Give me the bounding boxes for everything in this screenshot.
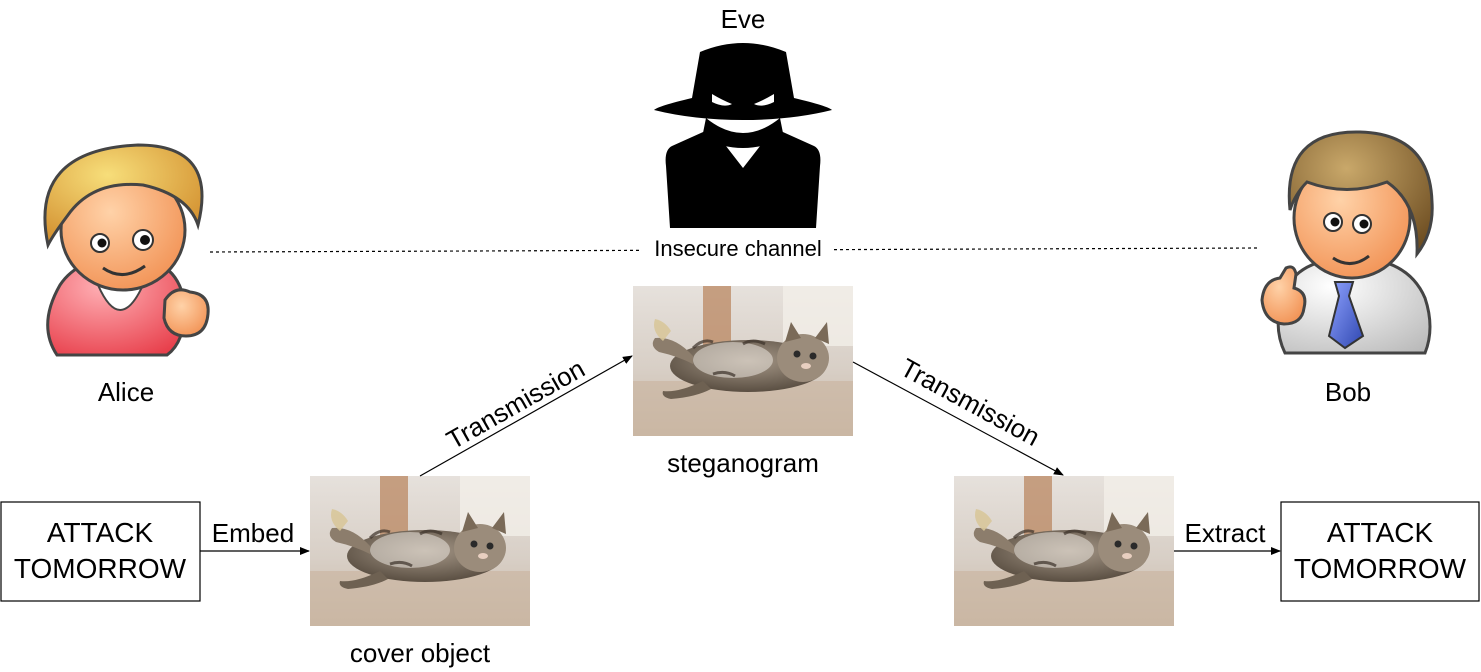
bob-label: Bob <box>1325 377 1371 407</box>
extract-label: Extract <box>1185 518 1267 548</box>
plaintext-message-box-right <box>1280 501 1480 602</box>
alice-avatar-icon <box>43 143 210 357</box>
steganogram-caption: steganogram <box>667 448 819 478</box>
plaintext-message-box-left <box>0 501 201 602</box>
transmission-label-left: Transmission <box>441 353 589 455</box>
message-left-line1: ATTACK <box>47 517 154 548</box>
insecure-channel-label: Insecure channel <box>654 236 822 261</box>
insecure-channel-line <box>209 247 1261 253</box>
cover-object-image <box>308 474 532 628</box>
transmission-arrow-right <box>852 361 1064 476</box>
spy-icon <box>654 43 832 228</box>
bob-avatar-icon <box>1260 130 1434 355</box>
message-right-line1: ATTACK <box>1327 517 1434 548</box>
received-image <box>952 474 1176 628</box>
transmission-arrow-left <box>419 355 633 477</box>
cover-object-caption: cover object <box>350 638 491 668</box>
alice-label: Alice <box>98 377 154 407</box>
steganogram-image <box>631 284 855 438</box>
message-right-line2: TOMORROW <box>1294 553 1467 584</box>
embed-label: Embed <box>212 518 294 548</box>
transmission-label-right: Transmission <box>896 352 1045 452</box>
eve-label: Eve <box>721 4 766 34</box>
message-left-line2: TOMORROW <box>14 553 187 584</box>
